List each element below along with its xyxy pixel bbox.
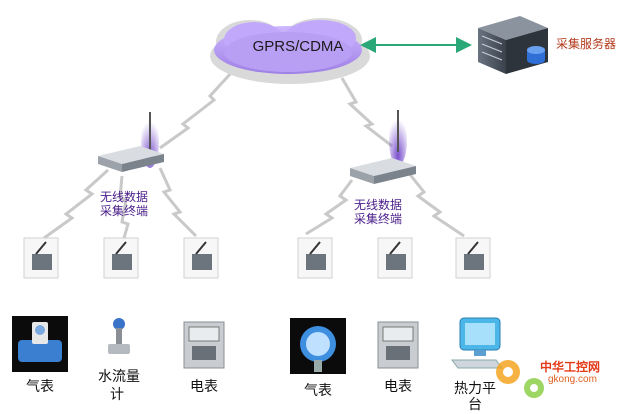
- wireless-terminal-left: [98, 112, 164, 172]
- wireless-links: [43, 70, 465, 240]
- link-t1-d1: [43, 168, 110, 240]
- device-label: 气表: [26, 379, 54, 395]
- watermark-gears-icon: [496, 360, 544, 398]
- flowmeter-icon: [12, 316, 68, 372]
- device-label: 电表: [190, 379, 218, 395]
- link-cloud-terminal-right: [340, 77, 393, 148]
- terminal-label-right: 无线数据 采集终端: [354, 198, 402, 226]
- collector-module: [377, 237, 413, 279]
- vortex-meter-icon: [104, 316, 134, 360]
- wireless-terminal-right: [350, 110, 416, 184]
- collector-module: [23, 237, 59, 279]
- link-cloud-terminal-left: [159, 70, 234, 150]
- device-label: 水流量: [98, 369, 140, 385]
- terminal-label-line2: 采集终端: [354, 212, 403, 226]
- device-label: 电表: [384, 379, 412, 395]
- terminal-label-line2: 采集终端: [100, 204, 149, 218]
- server-icon: [478, 16, 548, 74]
- network-label: GPRS/CDMA: [252, 38, 344, 55]
- terminal-label-left: 无线数据 采集终端: [100, 190, 148, 218]
- collector-module: [183, 237, 219, 279]
- link-t1-d3: [158, 167, 198, 238]
- device-label-line2: 计: [110, 387, 124, 403]
- terminal-label-line1: 无线数据: [354, 198, 403, 212]
- link-t1-d2: [118, 175, 130, 239]
- device-label: 热力平: [454, 381, 496, 397]
- electric-meter-icon: [183, 321, 225, 369]
- link-t2-d6: [406, 171, 465, 238]
- gprs-cloud: [210, 18, 370, 84]
- collector-module: [103, 237, 139, 279]
- collector-module: [455, 237, 491, 279]
- watermark-title: 中华工控网: [540, 360, 601, 374]
- terminal-label-line1: 无线数据: [100, 190, 149, 204]
- pressure-transmitter-icon: [290, 318, 346, 374]
- link-t2-d4: [305, 179, 354, 236]
- computer-icon: [451, 317, 503, 369]
- watermark-url: gkong.com: [548, 374, 597, 385]
- electric-meter-icon: [377, 321, 419, 369]
- collector-module: [297, 237, 333, 279]
- device-label: 气表: [304, 383, 332, 399]
- device-label-line2: 台: [468, 397, 482, 413]
- server-label: 采集服务器: [556, 37, 617, 51]
- collector-modules: [23, 237, 491, 279]
